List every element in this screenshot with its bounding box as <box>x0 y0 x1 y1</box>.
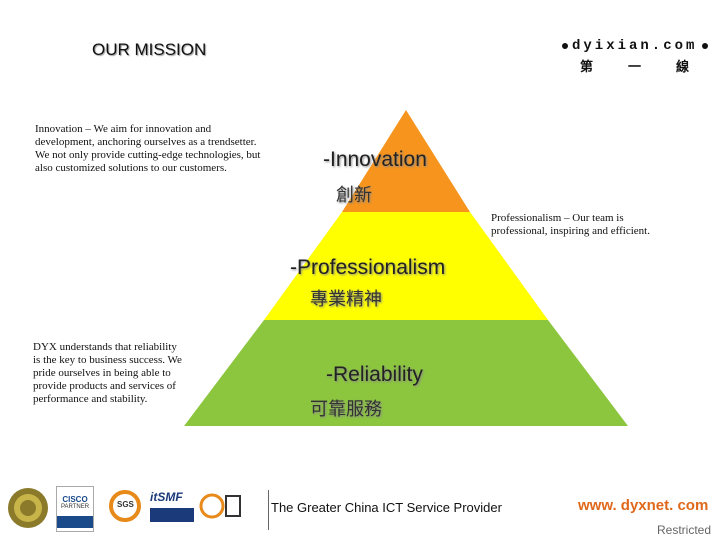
itsmf-badge-text: itSMF <box>150 490 183 504</box>
cisco-partner-badge: CISCO PARTNER <box>56 486 94 532</box>
reliability-label: -Reliability <box>326 363 423 386</box>
footer-divider <box>268 490 269 530</box>
logo-dot-left <box>562 43 568 49</box>
innovation-chinese: 創新 <box>336 185 372 206</box>
cisco-badge-bar <box>57 516 93 528</box>
website-link[interactable]: www. dyxnet. com <box>578 497 709 514</box>
sgs-cert-icon <box>109 490 141 522</box>
pyramid-tier-professionalism <box>264 212 548 320</box>
mission-pyramid <box>184 110 628 426</box>
cisco-badge-sub: PARTNER <box>60 504 90 510</box>
reliability-description: DYX understands that reliability is the … <box>33 341 182 405</box>
cisco-badge-text: CISCO <box>62 495 88 504</box>
professionalism-chinese: 專業精神 <box>310 289 382 310</box>
restricted-label: Restricted <box>657 523 712 537</box>
innovation-label: -Innovation <box>323 148 427 171</box>
logo-cn-char: 第 <box>580 59 594 74</box>
company-logo: dyixian.com 第 一 線 <box>560 38 710 74</box>
itsmf-badge-bar <box>150 508 194 522</box>
sgs-ukas-icon <box>199 493 241 519</box>
page-title: OUR MISSION <box>92 40 207 59</box>
professionalism-description: Professionalism – Our team is profession… <box>491 212 650 237</box>
pyramid-tier-innovation <box>342 110 470 212</box>
logo-text: dyixian.com <box>572 38 698 54</box>
itsmf-badge: itSMF <box>150 486 194 530</box>
pyramid-tier-reliability <box>184 320 628 426</box>
sgs-badge-text: SGS <box>117 500 134 509</box>
company-tagline: The Greater China ICT Service Provider <box>271 500 502 515</box>
sgs-ukas-badge <box>198 486 242 530</box>
reliability-chinese: 可靠服務 <box>310 399 382 420</box>
professionalism-label: -Professionalism <box>290 256 446 279</box>
logo-dot-right <box>702 43 708 49</box>
award-seal-icon <box>8 488 48 528</box>
innovation-description: Innovation – We aim for innovation and d… <box>35 123 261 174</box>
sgs-cert-badge: SGS <box>105 486 145 530</box>
logo-cn-char: 一 <box>628 59 642 74</box>
logo-cn-char: 線 <box>676 59 690 74</box>
